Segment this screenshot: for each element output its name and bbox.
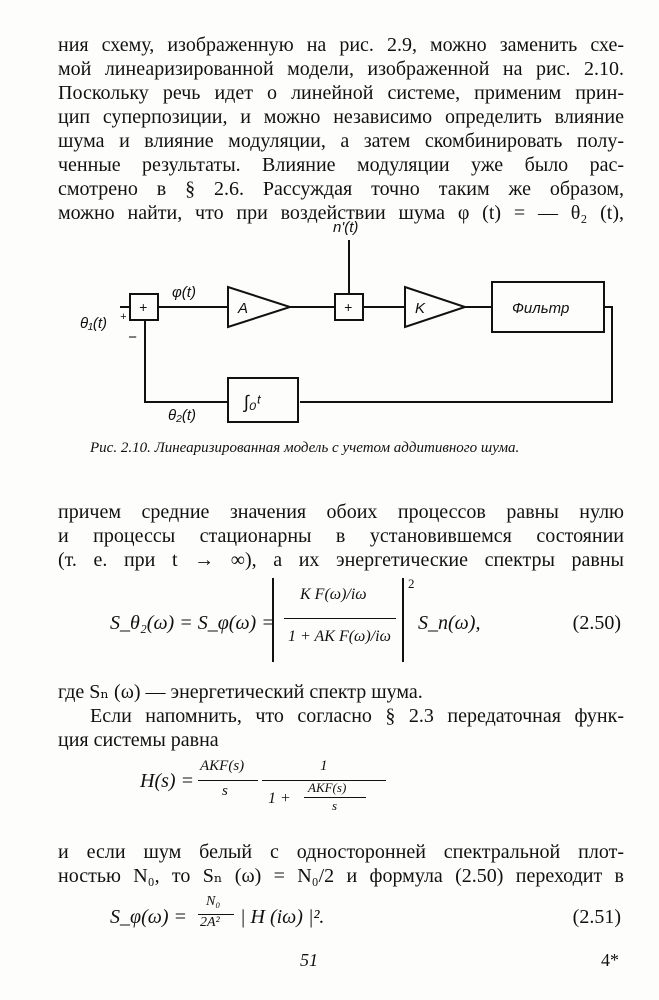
frac1-den: s (222, 783, 228, 799)
text-line: причем средние значения обоих процессов … (58, 501, 624, 523)
input-label: θ₁(t) (80, 315, 107, 332)
text-line: цип суперпозиции, и можно независимо опр… (58, 106, 624, 128)
signature-mark: 4* (601, 950, 619, 970)
eq-rhs: S_n(ω), (418, 612, 481, 634)
text-line: где Sₙ (ω) — энергетический спектр шума. (58, 681, 423, 703)
gain-k (404, 285, 469, 329)
eq-numerator: N₀ (206, 894, 221, 909)
minus-sign: − (128, 329, 137, 346)
noise-label: n'(t) (333, 219, 358, 236)
filter-label: Фильтр (512, 300, 569, 317)
equation-number: (2.50) (572, 612, 621, 634)
plus-sign: + (120, 311, 127, 323)
text-line: ченные результаты. Влияние модуляции уже… (58, 154, 624, 176)
gain-a-label: A (237, 300, 248, 317)
text-line: (т. е. при t → ∞), а их энергетические с… (58, 549, 624, 571)
frac1-num: AKF(s) (200, 758, 245, 774)
gain-a (227, 285, 294, 329)
text-line: мой линеаризированной модели, изображенн… (58, 58, 624, 80)
figure-caption: Рис. 2.10. Линеаризированная модель с уч… (90, 440, 520, 456)
text-line: ция системы равна (58, 729, 219, 751)
frac2-num: 1 (320, 758, 328, 774)
eq-denominator: 2A² (200, 915, 220, 930)
text-line: ния схему, изображенную на рис. 2.9, мож… (58, 34, 624, 56)
eq-lhs: S_φ(ω) = (110, 906, 188, 928)
integrator-label: ∫₀ᵗ (242, 392, 262, 412)
text-line: шума и влияние модуляции, а затем скомби… (58, 130, 624, 152)
output-label: θ₂(t) (168, 407, 196, 424)
phi-label: φ(t) (172, 284, 196, 301)
equation-number: (2.51) (572, 906, 621, 928)
eq-lhs: H(s) = (140, 770, 195, 792)
frac2-den-num: AKF(s) (308, 780, 347, 795)
text-line: и процессы стационарны в установившемся … (58, 525, 624, 547)
eq-denominator: 1 + AK F(ω)/iω (288, 628, 391, 645)
block-diagram: θ₁(t) + − + φ(t) A + n'(t) K Фильтр ∫₀ᵗ … (80, 219, 613, 424)
eq-numerator: K F(ω)/iω (300, 586, 367, 603)
frac2-den-den: s (332, 798, 338, 813)
eq-rhs: | H (iω) |². (240, 906, 325, 928)
text-line: и если шум белый с односторонней спектра… (58, 841, 624, 863)
text-line: смотрено в § 2.6. Рассуждая точно таким … (58, 178, 624, 200)
summer-2-sign: + (344, 299, 352, 315)
frac2-den-a: 1 + (268, 790, 291, 807)
page-number: 51 (300, 950, 318, 970)
text-line: ностью N₀, то Sₙ (ω) = N₀/2 и формула (2… (58, 865, 624, 887)
text-line: можно найти, что при воздействии шума φ … (58, 202, 624, 224)
text-line: Если напомнить, что согласно § 2.3 перед… (90, 705, 624, 727)
text-line: Поскольку речь идет о линейной системе, … (58, 82, 624, 104)
integrator-block (227, 377, 299, 423)
gain-k-label: K (415, 300, 426, 317)
eq-lhs: S_θ₂(ω) = S_φ(ω) = (110, 612, 275, 634)
summer-1-sign: + (139, 299, 147, 315)
